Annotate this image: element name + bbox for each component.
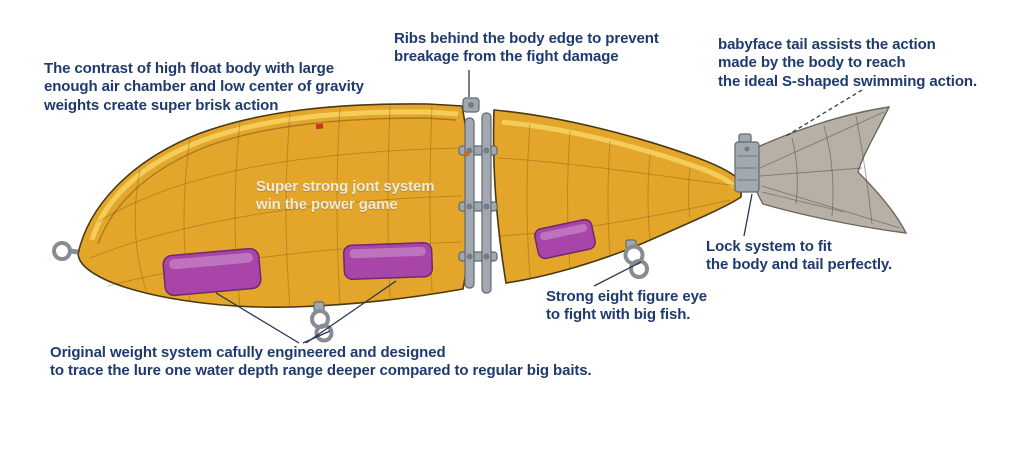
tail-mesh [759, 111, 901, 229]
rear-eye-screw [623, 239, 649, 279]
paint-mark [315, 123, 324, 130]
annotation-figure-eight-eye: Strong eight figure eye to fight with bi… [546, 288, 708, 324]
leader-lock [743, 193, 753, 237]
weight-block-rear [534, 218, 596, 260]
annotation-ribs: Ribs behind the body edge to prevent bre… [394, 30, 659, 66]
lure-rear-body [492, 109, 742, 284]
weight-block-middle [342, 241, 434, 281]
annotation-joint: Super strong jont system win the power g… [256, 178, 435, 214]
annotation-weight-system: Original weight system cafully engineere… [50, 344, 592, 380]
belly-eye-screw [310, 301, 334, 343]
annotation-float-body: The contrast of high float body with lar… [44, 60, 364, 114]
leader-eye [593, 261, 642, 287]
nose-eye-screw [52, 241, 79, 261]
leader-tail [785, 89, 863, 137]
annotation-tail: babyface tail assists the action made by… [718, 36, 978, 90]
weight-block-front [162, 247, 262, 297]
rear-body-mesh [497, 123, 739, 279]
lock-mechanism [734, 133, 760, 193]
leader-lines [215, 70, 863, 344]
joint-system [458, 97, 498, 294]
tail-fin [748, 106, 908, 234]
annotation-lock: Lock system to fit the body and tail per… [706, 238, 893, 274]
leader-weight-2 [302, 330, 331, 344]
leader-weight-1 [215, 292, 300, 344]
leader-weight-3 [305, 280, 397, 344]
